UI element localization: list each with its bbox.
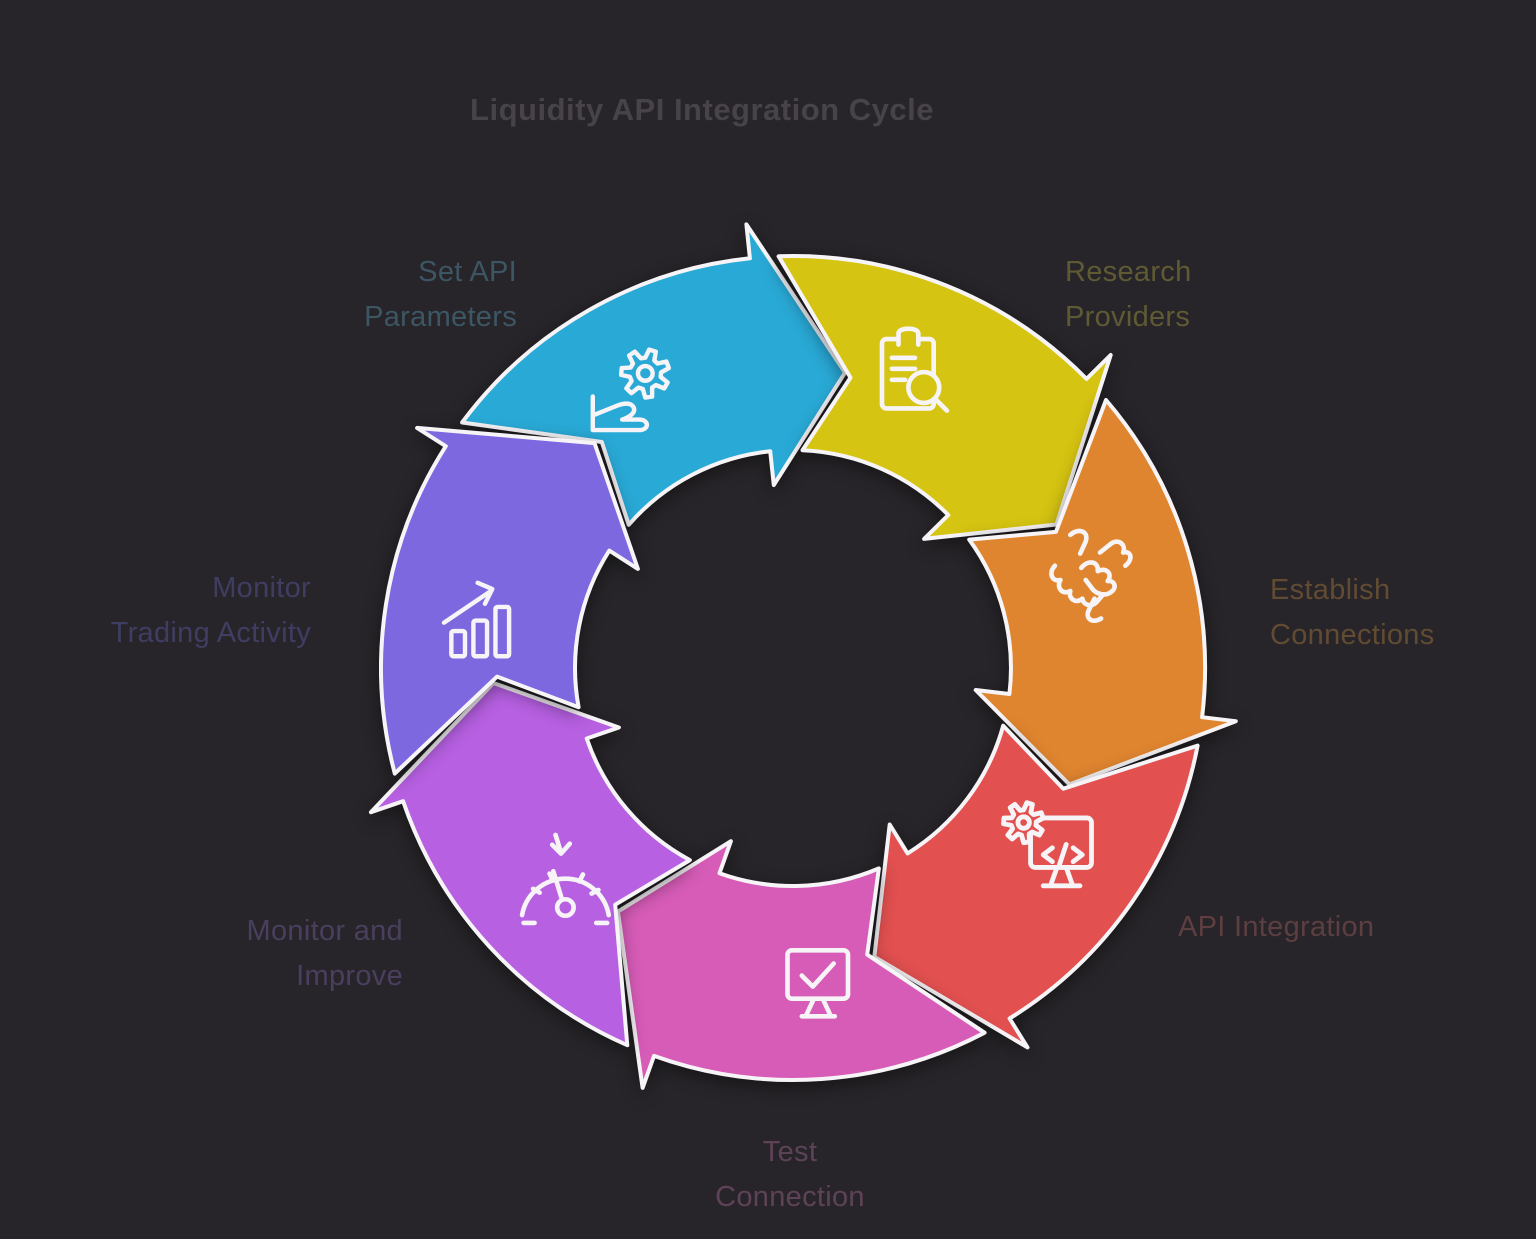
step-label-line: Research [1065,256,1192,288]
step-label-research-providers: Research Providers [1065,250,1192,340]
segment-monitor-and-improve [368,681,692,1048]
step-label-api-integration: API Integration [1178,905,1374,950]
step-label-line: Providers [1065,301,1191,333]
step-label-line: Parameters [364,301,517,333]
step-label-line: Establish [1270,574,1391,606]
step-label-test-connection: Test Connection [630,1130,950,1220]
handshake-icon [1049,528,1133,623]
step-label-monitor-trading-activity: Monitor Trading Activity [111,566,311,656]
gear-hand-icon [590,347,672,433]
segment-research-providers [776,254,1113,541]
step-label-line: Monitor and [246,915,403,947]
segment-monitor-trading-activity [379,425,640,776]
segment-api-integration [872,723,1200,1050]
step-label-set-api-parameters: Set API Parameters [364,250,517,340]
step-label-line: Connections [1270,619,1435,651]
step-label-line: Monitor [212,572,311,604]
step-label-monitor-and-improve: Monitor and Improve [247,909,403,999]
step-label-line: API Integration [1178,911,1375,943]
clipboard-search-icon [879,326,950,413]
chart-up-icon [441,580,512,659]
step-label-line: Connection [715,1181,865,1213]
step-label-establish-connections: Establish Connections [1270,568,1435,658]
gauge-icon [519,832,612,926]
step-label-line: Set API [418,256,517,288]
step-label-line: Test [762,1136,818,1168]
diagram-title: Liquidity API Integration Cycle [470,92,934,127]
step-label-line: Improve [296,960,403,992]
segment-test-connection [615,839,987,1090]
monitor-gear-code-icon [1001,800,1094,889]
step-label-line: Trading Activity [110,617,311,649]
monitor-check-icon [785,947,851,1019]
